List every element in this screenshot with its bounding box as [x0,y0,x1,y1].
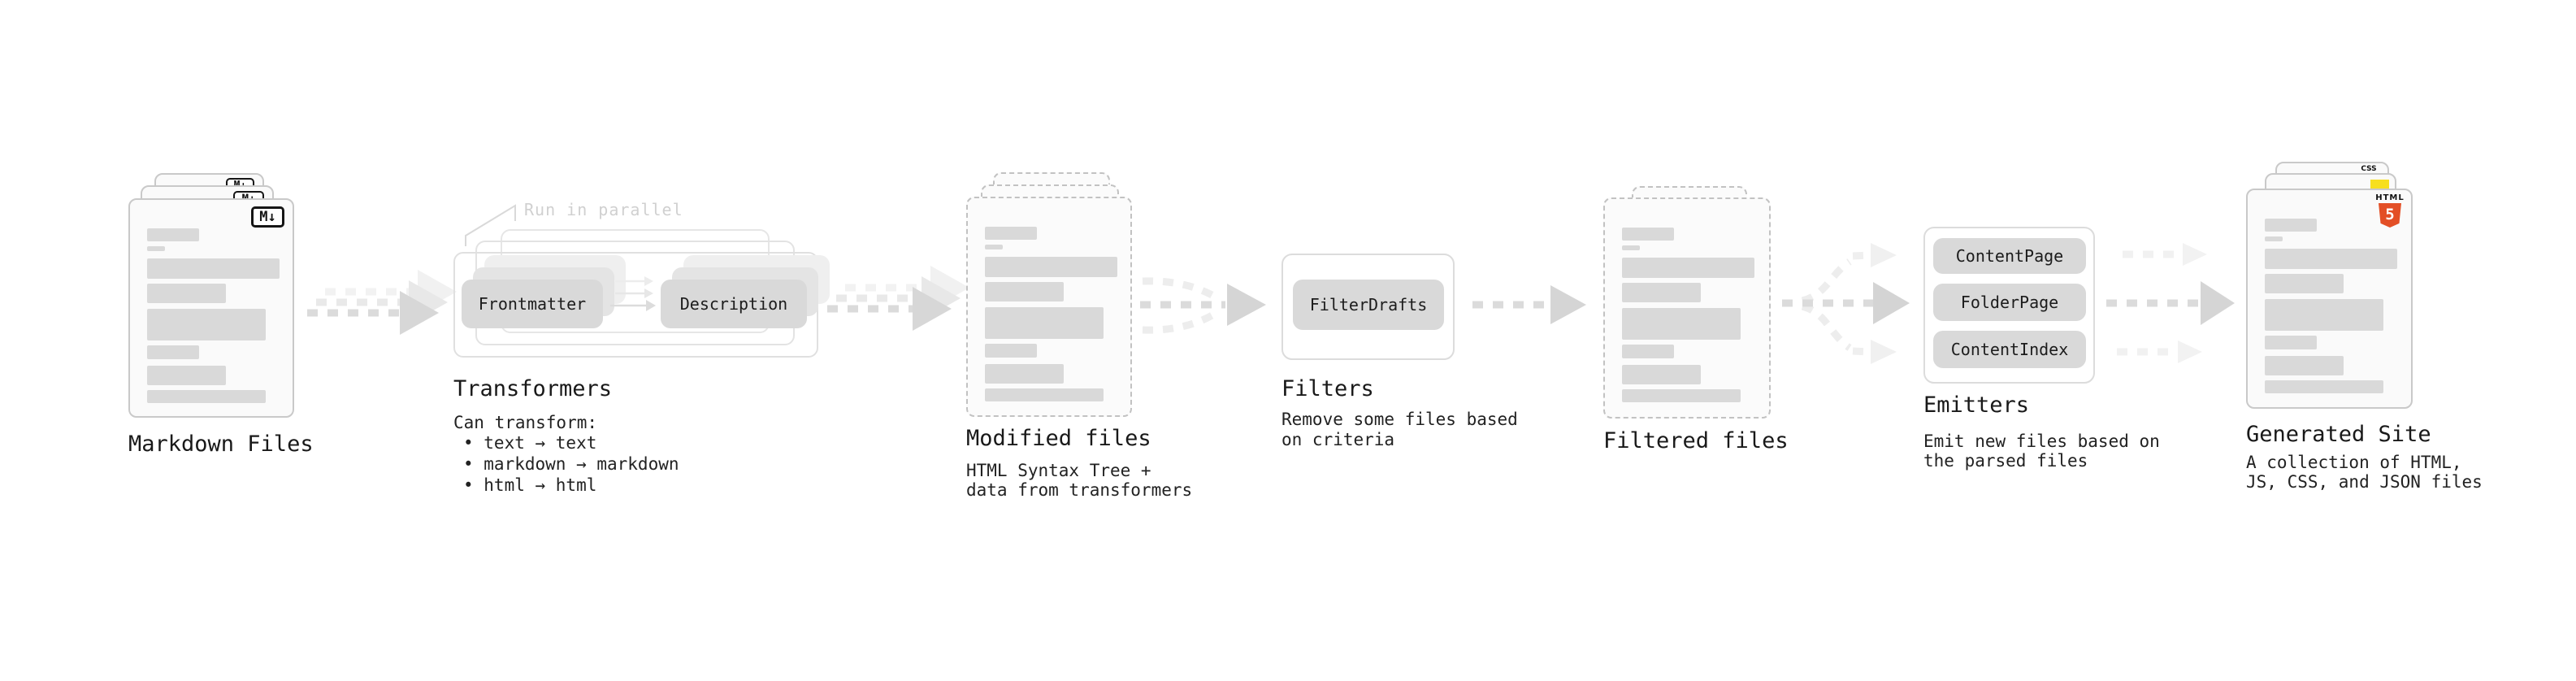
arrow-markdown-to-transformers [307,270,457,335]
stage-label-generated-site: Generated Site [2246,422,2431,447]
placeholder-bar [2265,219,2317,232]
filter-drafts-pill: FilterDrafts [1293,280,1444,330]
placeholder-bar [1622,245,1640,250]
site-file-card-html: HTML 5 [2246,189,2413,409]
generated-site-caption: A collection of HTML, JS, CSS, and JSON … [2246,453,2483,492]
transformer-description-pill: Description [661,280,807,328]
emitter-content-page-pill: ContentPage [1933,238,2086,274]
placeholder-bar [985,282,1064,301]
css-wordmark: CSS [2361,165,2377,173]
placeholder-bar [985,388,1104,401]
emitter-content-index-pill: ContentIndex [1933,331,2086,368]
html5-icon: HTML 5 [2375,193,2405,228]
placeholder-bar [147,228,199,241]
arrow-filtered-to-emitters-fan-out [1782,243,1910,364]
placeholder-bar [147,284,226,303]
caption-line: on criteria [1281,430,1395,449]
placeholder-bar [1622,345,1674,358]
placeholder-bar [1622,389,1741,402]
stage-label-filtered-files: Filtered files [1603,428,1789,453]
caption-line: A collection of HTML, [2246,453,2462,472]
stage-label-transformers: Transformers [453,376,613,401]
modified-file-card-front [966,197,1132,417]
placeholder-bar [147,246,165,251]
markdown-file-card-front: M↓ [128,198,294,418]
placeholder-bar [2265,236,2283,241]
filtered-file-card-front [1603,197,1771,419]
placeholder-bar [2265,249,2397,269]
javascript-icon [2370,180,2389,190]
placeholder-bar [2265,274,2344,293]
placeholder-bar [147,366,226,385]
placeholder-bar [2265,336,2317,349]
placeholder-bar [985,364,1064,384]
emitter-folder-page-pill: FolderPage [1933,284,2086,321]
placeholder-bar [1622,365,1701,384]
markdown-icon: M↓ [251,206,284,228]
emitters-caption: Emit new files based on the parsed files [1923,432,2160,471]
html5-wordmark: HTML [2375,193,2405,202]
transformers-bullet-list: • text → text • markdown → markdown • ht… [463,432,679,496]
filters-caption: Remove some files based on criteria [1281,410,1518,450]
transformer-frontmatter-pill: Frontmatter [462,280,603,328]
modified-files-caption: HTML Syntax Tree + data from transformer… [966,461,1192,500]
caption-line: the parsed files [1923,451,2088,471]
bullet-item: • markdown → markdown [463,454,679,474]
stage-label-emitters: Emitters [1923,393,2030,418]
bullet-item: • text → text [463,433,597,453]
arrow-filters-to-filtered [1472,285,1586,324]
placeholder-bar [147,390,266,403]
stage-label-markdown-files: Markdown Files [128,432,314,457]
placeholder-bar [985,344,1037,358]
run-in-parallel-annotation: Run in parallel [524,200,683,219]
caption-line: JS, CSS, and JSON files [2246,472,2483,492]
placeholder-bar [2265,380,2383,393]
arrow-modified-to-filters-fan-in [1140,277,1266,334]
placeholder-bar [985,257,1117,277]
transformers-caption-title: Can transform: [453,413,598,432]
placeholder-bar [985,227,1037,240]
bullet-item: • html → html [463,475,597,495]
stage-label-modified-files: Modified files [966,426,1151,451]
arrows-emitters-to-site [2106,243,2235,363]
placeholder-bar [2265,299,2383,331]
placeholder-bar [1622,228,1674,241]
placeholder-bar [985,307,1104,339]
caption-line: data from transformers [966,480,1193,500]
placeholder-bar [1622,258,1754,278]
stage-label-filters: Filters [1281,376,1374,401]
html5-shield: 5 [2379,203,2401,228]
placeholder-bar [147,258,280,279]
arrow-transformers-to-modified [827,266,969,331]
placeholder-bar [1622,308,1741,340]
caption-line: HTML Syntax Tree + [966,461,1151,480]
placeholder-bar [147,309,266,340]
placeholder-bar [147,345,199,359]
placeholder-bar [2265,356,2344,375]
placeholder-bar [1622,283,1701,302]
caption-line: Emit new files based on [1923,432,2160,451]
caption-line: Remove some files based [1281,410,1518,429]
placeholder-bar [985,245,1003,249]
